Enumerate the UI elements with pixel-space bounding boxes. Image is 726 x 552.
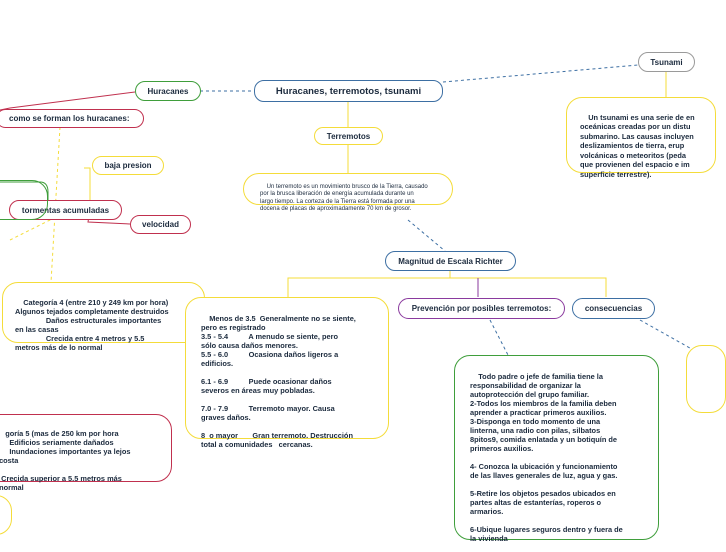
terremotos-label: Terremotos (326, 131, 371, 141)
central-topic-label: Huracanes, terremotos, tsunami (275, 85, 422, 97)
magnitud-label: Magnitud de Escala Richter (398, 256, 503, 266)
consecuencias-label: consecuencias (584, 304, 643, 313)
terremotos-node[interactable]: Terremotos (314, 127, 383, 145)
prevencion-list-box: Todo padre o jefe de familia tiene la re… (454, 355, 659, 543)
terremoto-definition-text: Un terremoto es un movimiento brusco de … (260, 184, 428, 212)
consecuencias-node[interactable]: consecuencias (572, 298, 655, 319)
como-se-forman-label: como se forman los huracanes: (9, 114, 130, 123)
categoria-4-box: Categoría 4 (entre 210 y 249 km por hora… (2, 282, 205, 352)
categoria-4-text: Categoría 4 (entre 210 y 249 km por hora… (15, 298, 169, 352)
tsunami-node[interactable]: Tsunami (638, 52, 695, 72)
como-se-forman-node[interactable]: como se forman los huracanes: (0, 109, 144, 128)
prevencion-label: Prevención por posibles terremotos: (411, 304, 552, 313)
richter-scale-text: Menos de 3.5 Generalmente no se siente, … (201, 314, 356, 449)
connector-tsunami (442, 64, 639, 83)
terremoto-definition: Un terremoto es un movimiento brusco de … (243, 173, 453, 212)
left-green-partial-box (0, 180, 48, 220)
richter-scale-box: Menos de 3.5 Generalmente no se siente, … (185, 297, 389, 449)
tormentas-label: tormentas acumuladas (21, 205, 110, 215)
huracanes-label: Huracanes (147, 86, 189, 96)
mind-map-canvas: Huracanes, terremotos, tsunami Huracanes… (0, 52, 726, 543)
consecuencias-partial-box (686, 345, 726, 413)
central-topic[interactable]: Huracanes, terremotos, tsunami (254, 80, 443, 102)
categoria-5-text: goría 5 (mas de 250 km por hora Edificio… (0, 429, 131, 492)
connector-como-se-forman-red (0, 91, 136, 111)
connector-magnitud (407, 219, 446, 252)
baja-presion-label: baja presion (104, 161, 152, 170)
bottom-left-partial-box (0, 495, 12, 535)
connector-prevencion-list (489, 319, 509, 356)
velocidad-label: velocidad (142, 220, 179, 229)
velocidad-node[interactable]: velocidad (130, 215, 191, 234)
categoria-5-box: goría 5 (mas de 250 km por hora Edificio… (0, 414, 172, 492)
connector-magnitud-children (287, 277, 607, 297)
tsunami-definition-text: Un tsunami es una serie de en oceánicas … (580, 112, 695, 179)
huracanes-node[interactable]: Huracanes (135, 81, 201, 101)
connector-consecuencias (639, 319, 698, 353)
prevencion-list-text: Todo padre o jefe de familia tiene la re… (470, 372, 623, 543)
baja-presion-node[interactable]: baja presion (92, 156, 164, 175)
tsunami-label: Tsunami (650, 57, 683, 67)
tsunami-definition: Un tsunami es una serie de en oceánicas … (566, 97, 716, 179)
magnitud-node[interactable]: Magnitud de Escala Richter (385, 251, 516, 271)
prevencion-node[interactable]: Prevención por posibles terremotos: (398, 298, 565, 319)
